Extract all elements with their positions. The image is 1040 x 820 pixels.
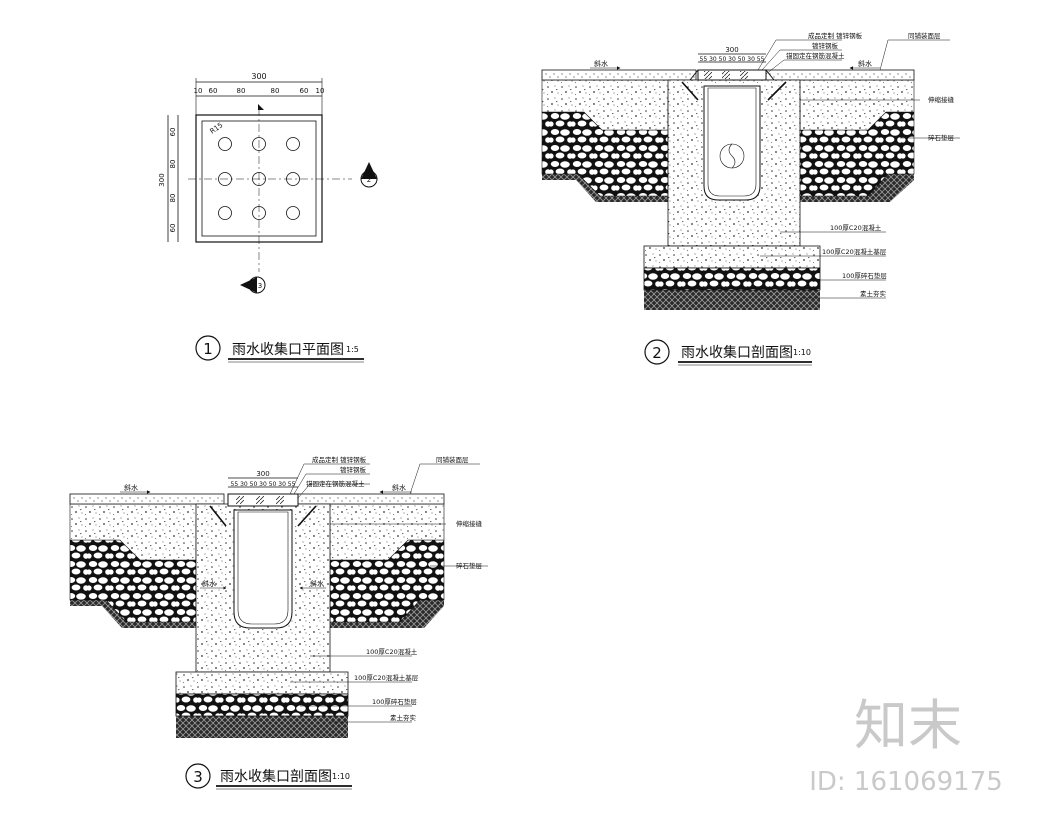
caption-number-circle <box>195 335 221 361</box>
caption-number: 1 <box>203 340 213 358</box>
s2-label-joint: 伸缩接缝 <box>928 95 955 104</box>
paving-left <box>69 493 225 505</box>
watermark-logo: 知末 <box>854 694 962 757</box>
s3-dim: 300 <box>256 470 269 478</box>
paving-right <box>297 493 445 505</box>
s2-label-product: 成品定制 镀锌钢板 <box>808 31 863 40</box>
s3-label-soil: 素土夯实 <box>390 713 417 722</box>
s3-inner-slope-right: 斜水 <box>310 579 324 588</box>
watermark-id: ID: 161069175 <box>809 767 1003 797</box>
section-2: 300 55 30 50 30 50 30 55 斜水 斜水 成品定制 镀锌钢板… <box>541 31 960 366</box>
gravel-base <box>175 693 349 717</box>
section-3: 300 55 30 50 30 50 30 55 斜水 斜水 斜水 斜水 成品定… <box>69 455 488 790</box>
s3-sub-dims: 55 30 50 30 50 30 55 <box>231 481 296 488</box>
drain-hole <box>218 137 232 151</box>
plan-side-dim: 80 <box>169 160 177 169</box>
plan-seg-dim: 80 <box>237 87 246 95</box>
plan-overall-dim: 300 <box>251 72 266 81</box>
s3-label-anchor: 锚固定在钢筋混凝土 <box>306 479 365 488</box>
plan-side-total: 300 <box>158 173 166 186</box>
plan-seg-dim: 80 <box>271 87 280 95</box>
s2-label-plate: 镀锌钢板 <box>812 41 839 50</box>
s2-slope-left: 斜水 <box>594 59 608 68</box>
s2-label-surface: 同铺装面层 <box>908 31 941 40</box>
channel-void <box>233 509 293 629</box>
s2-caption: 2 雨水收集口剖面图 1:10 <box>644 339 812 366</box>
caption-title: 雨水收集口剖面图 <box>681 344 793 361</box>
plan-side-dim: 80 <box>169 194 177 203</box>
s3-label-joint: 伸缩接缝 <box>456 519 483 528</box>
anchor-plates <box>681 81 787 101</box>
s2-label-concrete: 100厚C20混凝土 <box>830 223 882 232</box>
svg-text:3: 3 <box>258 282 262 290</box>
section-marker-2: 2 <box>360 162 378 188</box>
s2-slope-right: 斜水 <box>858 59 872 68</box>
caption-scale: 1:5 <box>346 345 359 354</box>
watermark: 知末 ID: 161069175 <box>809 694 1003 797</box>
soil-right <box>330 600 444 628</box>
section-arrow <box>258 104 264 110</box>
s3-label-product: 成品定制 镀锌钢板 <box>312 455 367 464</box>
caption-number: 2 <box>652 344 662 362</box>
section-marker-3: 3 <box>240 276 266 294</box>
s2-leaders <box>757 39 960 299</box>
concrete-base <box>175 671 349 695</box>
s2-label-soil: 素土夯实 <box>860 289 887 298</box>
s3-label-base: 100厚C20混凝土基层 <box>354 673 419 682</box>
s2-label-base: 100厚C20混凝土基层 <box>822 247 887 256</box>
s3-label-concrete: 100厚C20混凝土 <box>366 647 418 656</box>
s3-slope-right: 斜水 <box>392 483 406 492</box>
s2-label-gravel: 碎石垫层 <box>928 133 955 142</box>
caption-title: 雨水收集口平面图 <box>232 341 344 358</box>
drain-hole <box>286 206 300 220</box>
plan-side-dim: 60 <box>169 224 177 233</box>
drain-hole <box>286 137 300 151</box>
caption-title: 雨水收集口剖面图 <box>220 768 332 785</box>
s2-sub-dims: 55 30 50 30 50 30 55 <box>700 56 765 63</box>
soil-bottom <box>176 716 348 738</box>
paving-left <box>541 69 697 81</box>
plan-seg-dims: 10 60 80 80 60 10 <box>194 87 325 95</box>
paving-right <box>765 69 915 81</box>
plan-seg-dim: 60 <box>209 87 218 95</box>
gravel-base <box>643 267 821 291</box>
plan-view: 300 10 60 80 80 60 10 300 60 80 80 60 R1… <box>158 72 378 363</box>
s2-dim: 300 <box>725 46 738 54</box>
caption-number: 3 <box>193 768 203 786</box>
plan-seg-dim: 10 <box>316 87 325 95</box>
anchor-plates <box>209 505 317 527</box>
s2-label-gravel-base: 100厚碎石垫层 <box>842 271 887 280</box>
soil-left <box>70 600 200 628</box>
s2-label-anchor: 锚固定在钢筋混凝土 <box>786 51 845 60</box>
caption-number-circle <box>644 339 670 365</box>
concrete-base <box>643 245 821 269</box>
s3-inner-slope-left: 斜水 <box>202 579 216 588</box>
drain-hole <box>252 137 266 151</box>
s3-label-plate: 镀锌钢板 <box>340 465 367 474</box>
plan-seg-dim: 60 <box>300 87 309 95</box>
soil-layer <box>542 174 914 310</box>
caption-scale: 1:10 <box>332 772 350 781</box>
s3-label-gravel-base: 100厚碎石垫层 <box>372 697 417 706</box>
s3-caption: 3 雨水收集口剖面图 1:10 <box>185 763 352 790</box>
soil-bottom <box>644 290 820 310</box>
s3-slope-left: 斜水 <box>124 483 138 492</box>
plan-seg-dim: 10 <box>194 87 203 95</box>
caption-number-circle <box>185 763 211 789</box>
s3-leaders <box>289 463 488 723</box>
grate-section <box>697 69 767 81</box>
plan-caption: 1 雨水收集口平面图 1:5 <box>195 335 364 363</box>
caption-scale: 1:10 <box>793 348 811 357</box>
svg-text:2: 2 <box>367 176 371 184</box>
drain-hole <box>218 206 232 220</box>
channel-void <box>703 85 761 201</box>
plan-side-dim: 60 <box>169 128 177 137</box>
s3-label-surface: 同铺装面层 <box>436 455 469 464</box>
s3-label-gravel: 碎石垫层 <box>456 561 483 570</box>
